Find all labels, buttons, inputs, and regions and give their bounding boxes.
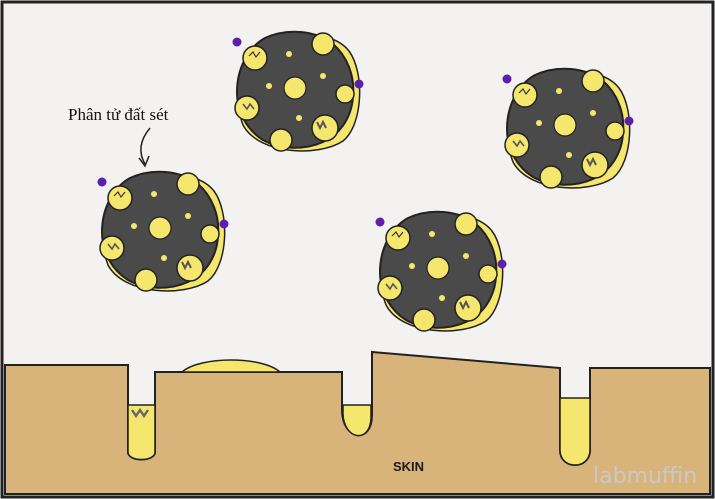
arrow-head bbox=[138, 155, 150, 168]
pore-oil bbox=[342, 404, 372, 437]
curved-arrow-icon bbox=[140, 127, 151, 165]
surface-oil bbox=[180, 359, 282, 373]
clay-particle-icon bbox=[374, 210, 508, 332]
watermark: labmuffin bbox=[593, 464, 697, 489]
clay-particle-icon bbox=[501, 67, 635, 189]
skin-label: SKIN bbox=[393, 459, 424, 474]
clay-label: Phân tử đất sét bbox=[68, 105, 169, 124]
pore-oil bbox=[559, 397, 591, 466]
pore-sebum-squiggle bbox=[131, 407, 149, 419]
pore-oil bbox=[127, 404, 156, 461]
clay-particle-icon bbox=[96, 170, 230, 292]
clay-particle-icon bbox=[231, 30, 365, 152]
